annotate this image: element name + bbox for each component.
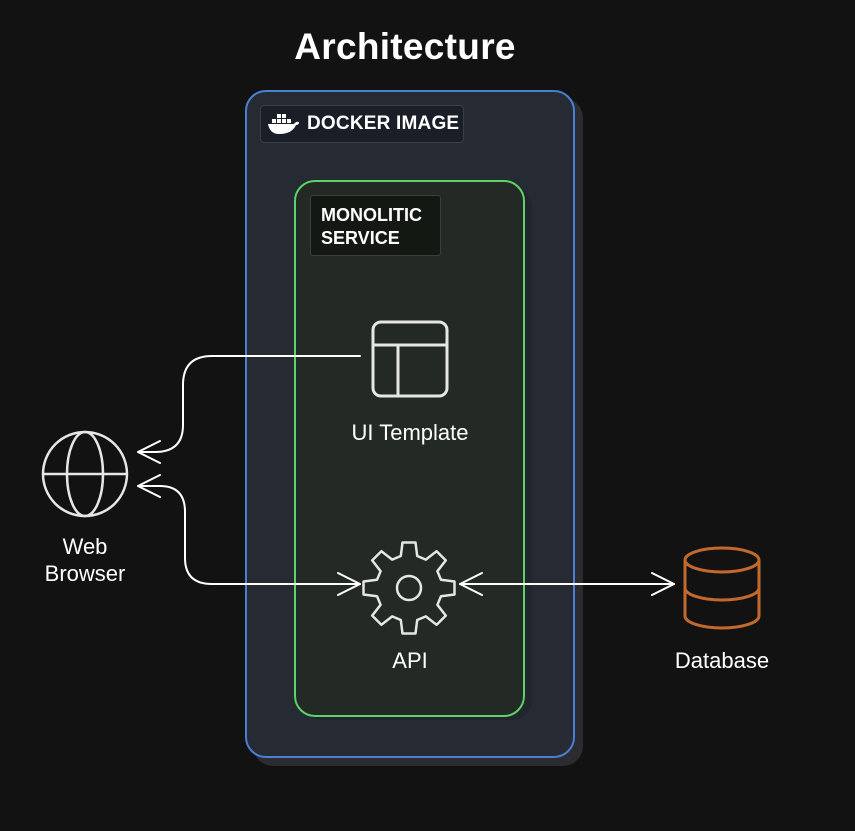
arrowhead-browser-bottom (137, 474, 161, 498)
web-browser-label-line1: Web (62, 534, 108, 559)
globe-icon (41, 430, 129, 518)
api-label: API (392, 648, 428, 673)
arrowhead-api-left (337, 572, 361, 596)
edge-ui-to-browser (137, 355, 361, 453)
arrowhead-browser-top (137, 440, 161, 464)
layout-template-icon (371, 320, 449, 398)
arrowhead-database (651, 572, 675, 596)
edge-browser-to-api (137, 485, 361, 585)
database-label: Database (674, 648, 770, 673)
monolithic-service-label-line1: MONOLITIC (321, 205, 422, 225)
database-icon (683, 546, 761, 630)
monolithic-service-tag: MONOLITIC SERVICE (310, 195, 441, 256)
docker-image-label: DOCKER IMAGE (307, 113, 460, 134)
docker-whale-icon (268, 114, 299, 134)
ui-template-label: UI Template (351, 420, 469, 445)
arrowhead-api-right (459, 572, 483, 596)
docker-image-tag: DOCKER IMAGE (260, 105, 464, 143)
monolithic-service-label-line2: SERVICE (321, 228, 400, 248)
gear-icon (362, 541, 456, 635)
web-browser-label-line2: Browser (44, 561, 126, 586)
web-browser-label: Web Browser (20, 533, 150, 587)
diagram-title: Architecture (294, 26, 516, 67)
monolithic-service-container (294, 180, 525, 717)
